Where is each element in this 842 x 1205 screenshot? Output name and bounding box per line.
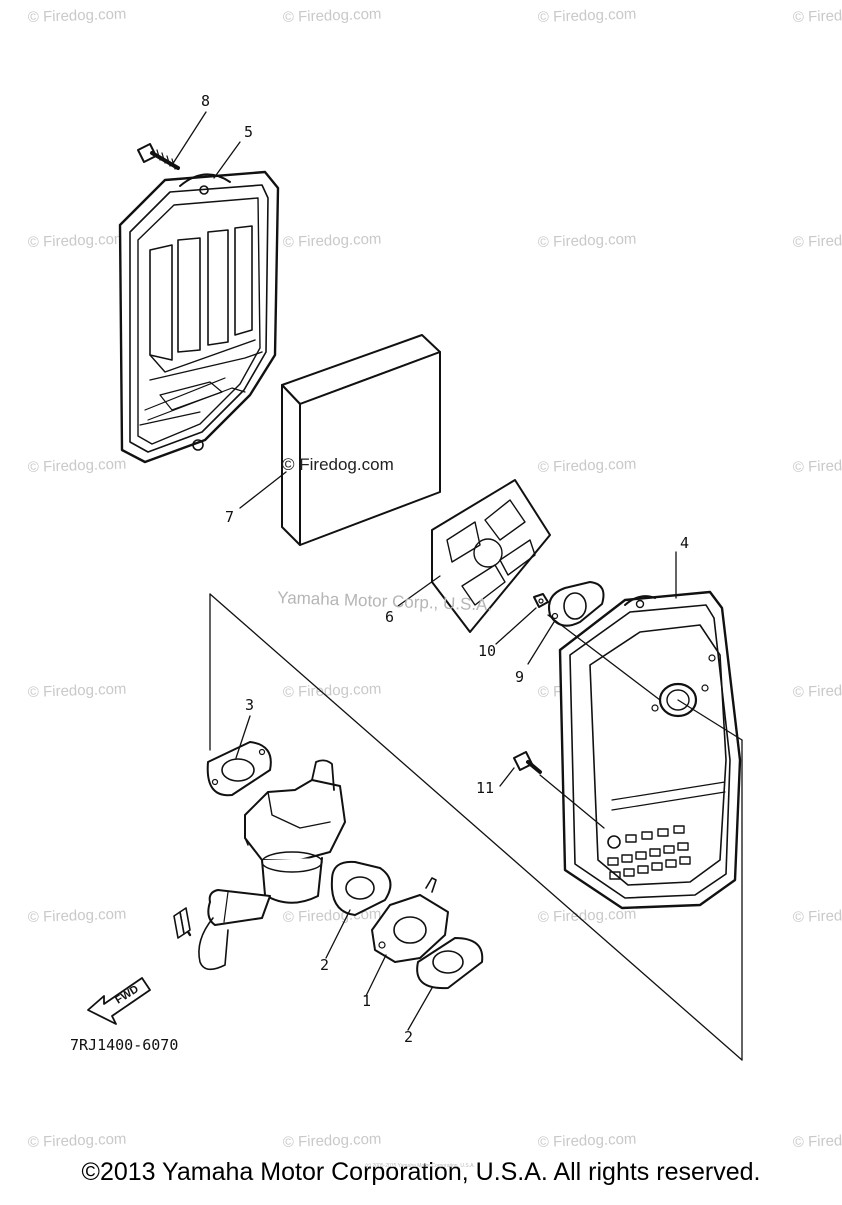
carburetor (173, 759, 346, 971)
watermark-tile: © Firedog.com (28, 456, 127, 476)
tiny-credit: (c) 2005-2015 Yamaha Motor Corporation, … (365, 1163, 475, 1169)
part-6-gasket (431, 479, 551, 633)
part-10-nut (533, 593, 549, 608)
part-2-gasket-lower (416, 937, 484, 990)
watermark-tile: © Firedog.com (538, 1131, 637, 1151)
callout-2b: 2 (404, 1028, 413, 1046)
callout-6: 6 (385, 608, 394, 626)
part-1-joint (371, 877, 449, 963)
callout-11: 11 (476, 779, 494, 797)
callout-2a: 2 (320, 956, 329, 974)
callout-1: 1 (362, 992, 371, 1010)
fwd-arrow-icon: FWD (87, 977, 151, 1025)
callout-10: 10 (478, 642, 496, 660)
callout-9: 9 (515, 668, 524, 686)
watermark-tile: © Firedog.com (538, 456, 637, 476)
watermark-tile: © Firedog.com (28, 6, 127, 26)
watermark-tile: © Firedog.com (28, 906, 127, 926)
watermark-tile: © Firedog.com (793, 1131, 842, 1151)
watermark-tile: © Firedog.com (793, 906, 842, 926)
callout-8: 8 (201, 92, 210, 110)
inline-watermark: © Firedog.com (282, 455, 394, 474)
watermark-tile: © Firedog.com (793, 456, 842, 476)
watermark-tile: © Firedog.com (538, 231, 637, 251)
part-code: 7RJ1400-6070 (70, 1036, 178, 1054)
watermark-tile: © Firedog.com (793, 6, 842, 26)
part-9-gasket (548, 581, 605, 627)
watermark-tile: © Firedog.com (538, 906, 637, 926)
part-3-gasket (206, 741, 272, 797)
part-5-case (118, 170, 280, 464)
callout-7: 7 (225, 508, 234, 526)
watermark-tile: © Firedog.com (283, 6, 382, 26)
watermark-tile: © Firedog.com (793, 231, 842, 251)
watermark-tile: © Firedog.com (793, 681, 842, 701)
part-11-bolt (513, 751, 542, 774)
watermark-tile: © Firedog.com (28, 681, 127, 701)
part-2-gasket-upper (330, 860, 392, 916)
watermark-tile: © Firedog.com (28, 1131, 127, 1151)
leader-lines (171, 111, 743, 1061)
part-8-screw (137, 143, 180, 170)
part-4-case-cover (558, 590, 742, 910)
watermark-tile: © Firedog.com (283, 231, 382, 251)
callout-4: 4 (680, 534, 689, 552)
copyright-notice: ©2013 Yamaha Motor Corporation, U.S.A. A… (81, 1158, 761, 1186)
watermark-tile: © Firedog.com (283, 681, 382, 701)
watermark-tile: © Firedog.com (283, 1131, 382, 1151)
watermark-tile: © Firedog.com (538, 6, 637, 26)
callout-3: 3 (245, 696, 254, 714)
callout-5: 5 (244, 123, 253, 141)
part-7-filter-element (281, 334, 441, 546)
watermark-tile: © Firedog.com (28, 231, 127, 251)
